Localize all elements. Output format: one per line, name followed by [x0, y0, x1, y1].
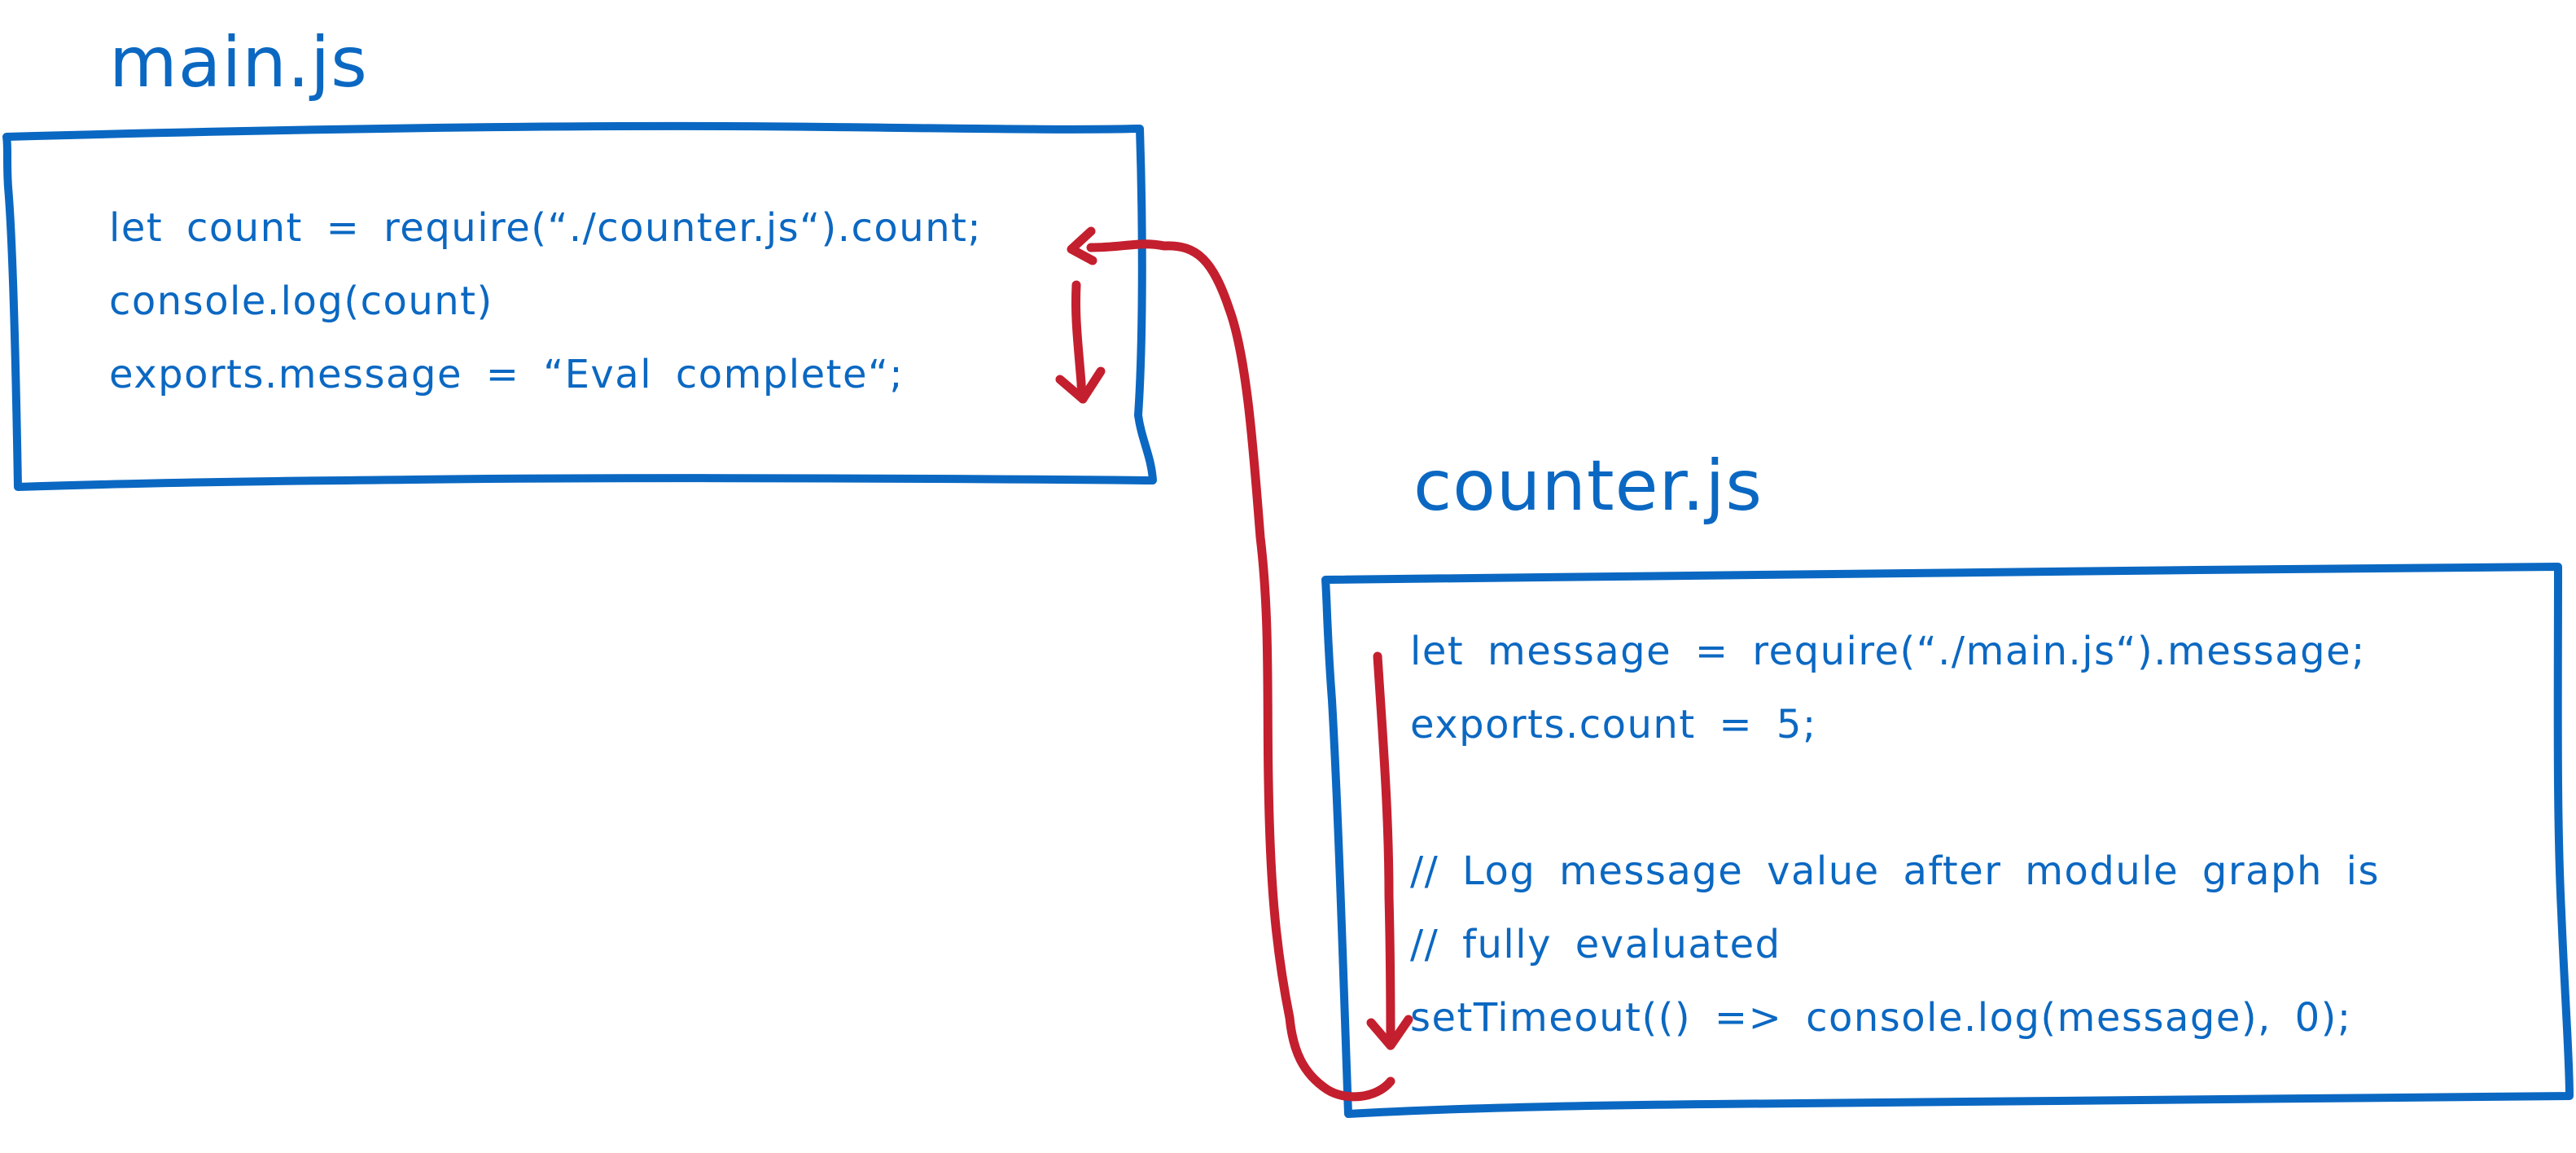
counter-eval-arrow	[1373, 651, 1395, 1047]
main-code-line-log: console.log(count)	[109, 278, 493, 324]
main-module-title: main.js	[109, 22, 368, 103]
main-continue-arrow	[1071, 280, 1088, 404]
require-loop-arrowhead	[1067, 226, 1097, 265]
counter-eval-arrowhead	[1366, 1015, 1413, 1050]
main-code-line-require: let count = require(“./counter.js“).coun…	[109, 205, 983, 251]
counter-code-comment-2: // fully evaluated	[1410, 922, 1781, 967]
counter-code-line-export: exports.count = 5;	[1410, 702, 1817, 747]
main-continue-arrowhead	[1055, 366, 1106, 404]
main-code-line-export: exports.message = “Eval complete“;	[109, 352, 905, 397]
require-loop-arrow	[1086, 239, 1395, 1102]
counter-code-line-timeout: setTimeout(() => console.log(message), 0…	[1410, 995, 2352, 1041]
counter-module-title: counter.js	[1413, 445, 1763, 527]
counter-code-comment-1: // Log message value after module graph …	[1410, 848, 2380, 894]
counter-code-line-require: let message = require(“./main.js“).messa…	[1410, 629, 2366, 674]
